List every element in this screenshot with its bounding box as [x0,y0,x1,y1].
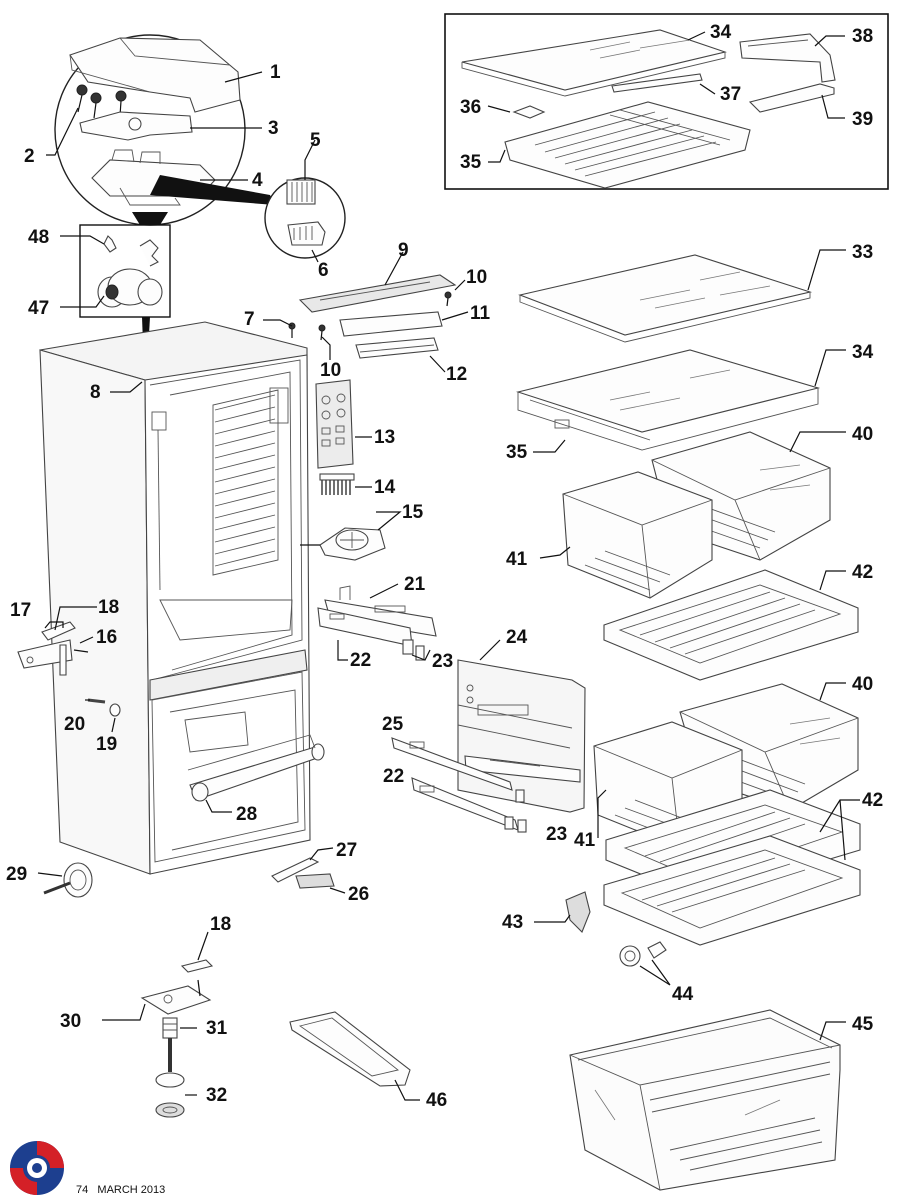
callout-11: 11 [470,303,491,324]
hinge-cover-detail-circle [54,34,246,226]
callout-29: 29 [6,864,27,885]
callout-6: 6 [318,260,329,281]
callout-10b: 10 [320,360,341,381]
callout-40b: 40 [852,674,873,695]
callout-labels: 1 2 3 4 5 6 7 8 9 10 10 11 12 13 14 15 1… [6,22,883,1111]
callout-12: 12 [446,364,467,385]
callout-35b: 35 [506,442,528,463]
bracket-and-knob [565,891,667,967]
callout-38: 38 [852,26,873,47]
control-panel [315,379,355,495]
callout-31: 31 [206,1018,228,1039]
callout-36: 36 [460,97,481,118]
callout-37: 37 [720,84,741,105]
callout-45: 45 [852,1014,874,1035]
callout-26: 26 [348,884,369,905]
callout-41a: 41 [506,549,528,570]
callout-20: 20 [64,714,85,735]
caster-wheel [43,862,93,898]
page-footer: 74 MARCH 2013 [76,1184,165,1196]
callout-32: 32 [206,1085,227,1106]
footer-date: MARCH 2013 [97,1184,166,1196]
callout-30: 30 [60,1011,81,1032]
callout-27: 27 [336,840,357,861]
callout-18a: 18 [98,597,119,618]
air-duct-slats [212,389,279,576]
callout-47: 47 [28,298,49,319]
freezer-drawer [569,1009,841,1191]
callout-33: 33 [852,242,873,263]
callout-24: 24 [506,627,528,648]
callout-2: 2 [24,146,35,167]
drip-tray [289,1011,411,1087]
door-hinge-parts [17,621,121,717]
callout-23a: 23 [432,651,453,672]
callout-46: 46 [426,1090,447,1111]
brand-logo-icon [10,1141,64,1195]
callout-48: 48 [28,227,49,248]
callout-4: 4 [252,170,263,191]
page-number: 74 [76,1184,89,1196]
callout-43: 43 [502,912,523,933]
crisper-cover-upper [603,569,859,681]
glass-shelf-upper [518,254,813,343]
freezer-shelf-box [444,13,889,190]
control-housing [288,274,457,359]
refrigerator-cabinet [39,321,325,875]
switch-detail-circle [264,177,346,259]
callout-3: 3 [268,118,279,139]
callout-34b: 34 [852,342,874,363]
callout-25: 25 [382,714,404,735]
callout-9: 9 [398,240,409,261]
callout-34a: 34 [710,22,732,43]
callout-21: 21 [404,574,426,595]
leveling-foot-parts [140,959,214,1118]
callout-16: 16 [96,627,117,648]
slide-rails [317,585,586,833]
crisper-cover-lower [603,789,861,946]
callout-41b: 41 [574,830,596,851]
callout-18b: 18 [210,914,231,935]
leader-lines [37,31,860,1101]
callout-8: 8 [90,382,101,403]
callout-28: 28 [236,804,257,825]
screw-icon [76,84,127,119]
callout-44: 44 [672,984,694,1005]
callout-17: 17 [10,600,31,621]
glass-shelf-lower [515,349,821,451]
callout-14: 14 [374,477,396,498]
callout-13: 13 [374,427,395,448]
callout-22a: 22 [350,650,371,671]
callout-10a: 10 [466,267,487,288]
callout-19: 19 [96,734,117,755]
callout-39: 39 [852,109,873,130]
callout-5: 5 [310,130,321,151]
callout-40a: 40 [852,424,873,445]
callout-23b: 23 [546,824,567,845]
bin-pair-upper [562,431,831,599]
callout-35a: 35 [460,152,482,173]
callout-7: 7 [244,309,255,330]
door-stop-parts [271,857,335,889]
callout-42a: 42 [852,562,873,583]
callout-22b: 22 [383,766,404,787]
callout-1: 1 [270,62,281,83]
callout-42b: 42 [862,790,883,811]
fan-motor [300,527,386,561]
callout-15: 15 [402,502,424,523]
water-fitting-box [79,224,171,318]
